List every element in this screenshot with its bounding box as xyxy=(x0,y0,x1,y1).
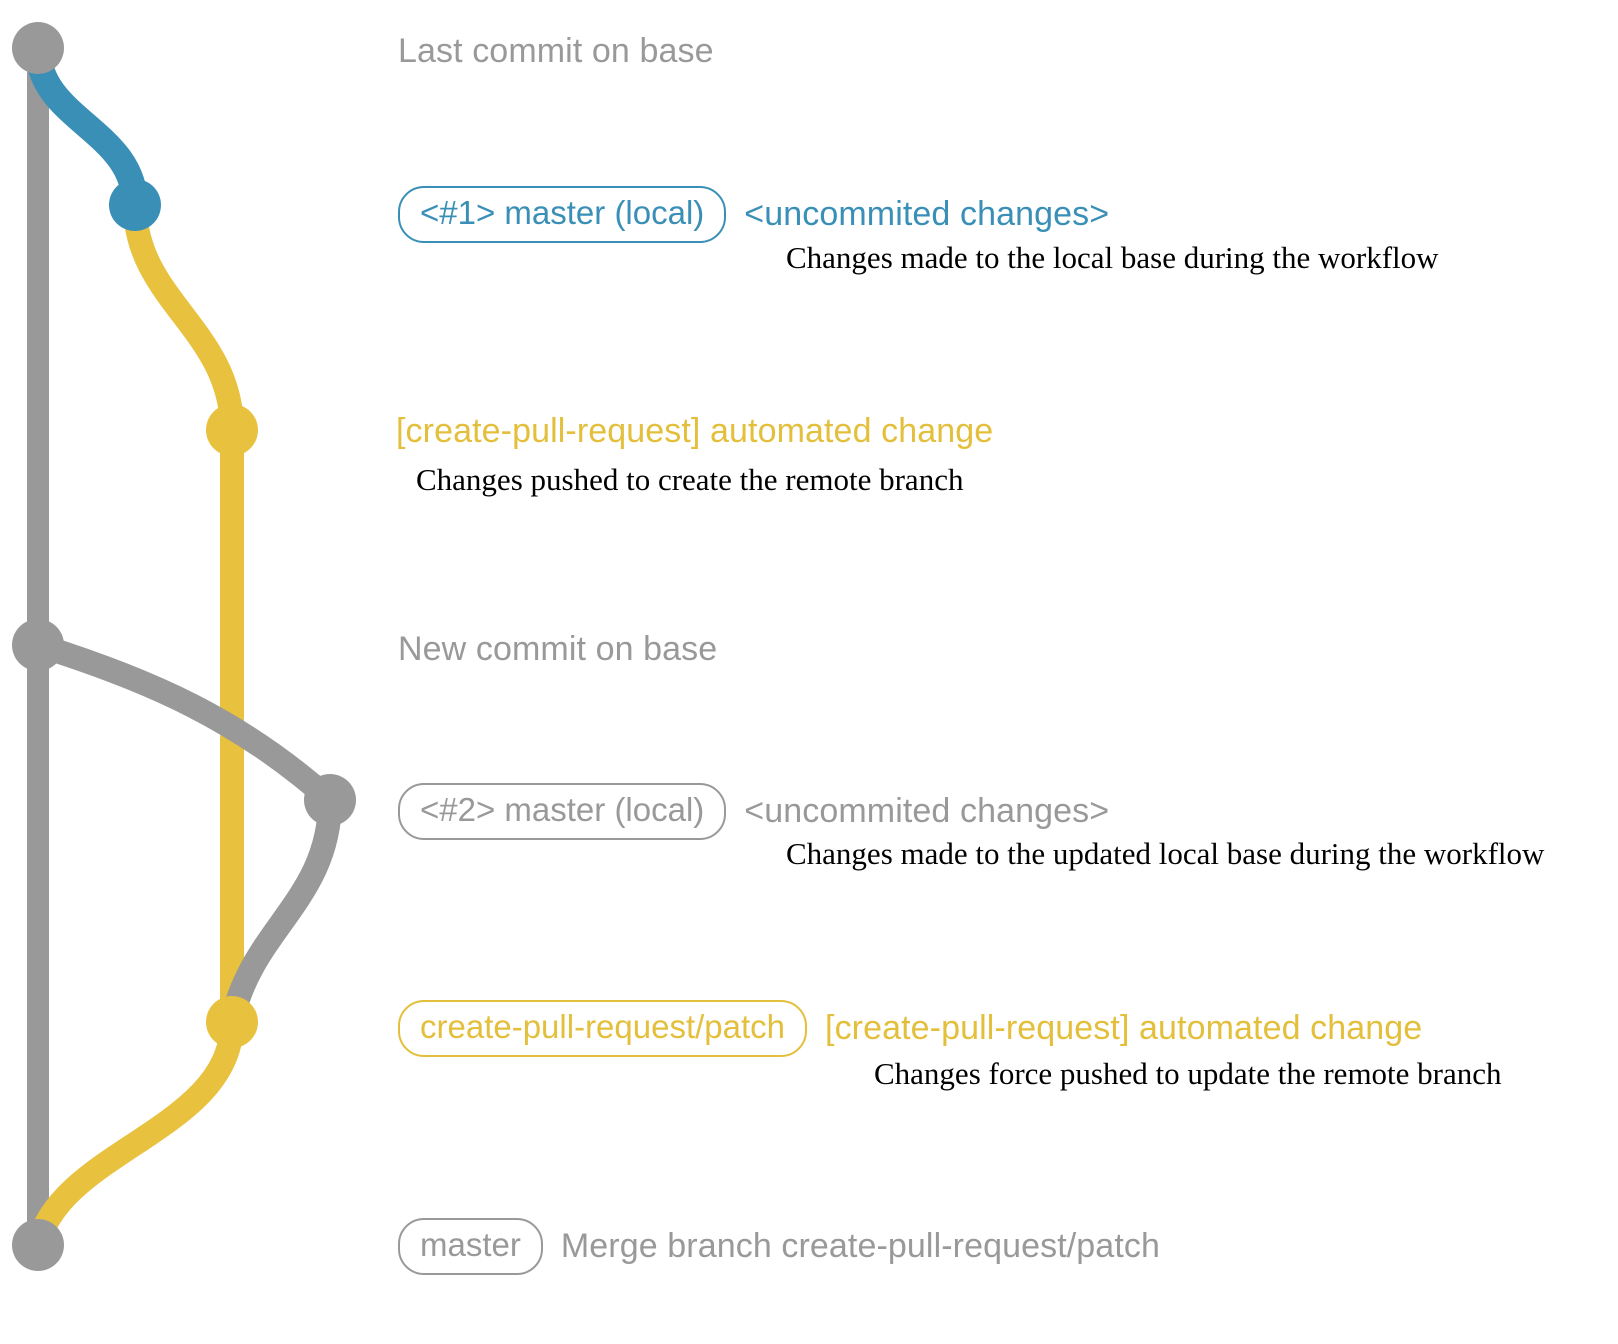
commit-message-automated-change-1: [create-pull-request] automated change xyxy=(396,412,994,450)
row-new-commit-on-base: New commit on base xyxy=(398,630,717,669)
description-master-local-2: Changes made to the updated local base d… xyxy=(786,836,1545,871)
row-merge-commit: master Merge branch create-pull-request/… xyxy=(398,1218,1160,1275)
edge-basenew-to-local2 xyxy=(26,633,342,812)
branch-badge-master-local-1[interactable]: <#1> master (local) xyxy=(398,186,727,243)
commit-node-merge-commit[interactable] xyxy=(12,1219,64,1271)
commit-message-last-commit-on-base: Last commit on base xyxy=(398,32,714,70)
description-automated-change-1: Changes pushed to create the remote bran… xyxy=(416,462,964,497)
row-last-commit-on-base: Last commit on base xyxy=(398,32,714,71)
commit-message-automated-change-2: [create-pull-request] automated change xyxy=(825,1008,1423,1047)
edge-local1-to-automated1 xyxy=(123,193,244,442)
commit-message-master-local-1: <uncommited changes> xyxy=(744,194,1110,233)
branch-badge-master-local-2[interactable]: <#2> master (local) xyxy=(398,783,727,840)
edge-automated2-to-merge xyxy=(26,1010,244,1257)
branch-badge-create-pull-request-patch[interactable]: create-pull-request/patch xyxy=(398,1000,808,1057)
row-master-local-2: <#2> master (local) <uncommited changes> xyxy=(398,783,1109,840)
commit-message-new-commit-on-base: New commit on base xyxy=(398,630,718,668)
commit-node-automated-change-1[interactable] xyxy=(206,404,258,456)
row-automated-change-2: create-pull-request/patch [create-pull-r… xyxy=(398,1000,1422,1057)
branch-badge-master[interactable]: master xyxy=(398,1218,543,1275)
description-automated-change-2: Changes force pushed to update the remot… xyxy=(874,1056,1502,1091)
edge-local2-to-automated2 xyxy=(220,788,342,1034)
commit-node-local-change-1[interactable] xyxy=(109,179,161,231)
commit-node-base-top[interactable] xyxy=(12,22,64,74)
edge-base-to-local1 xyxy=(25,35,148,218)
row-automated-change-1: [create-pull-request] automated change xyxy=(396,412,993,451)
commit-node-base-new-commit[interactable] xyxy=(12,619,64,671)
commit-node-automated-change-2[interactable] xyxy=(206,996,258,1048)
row-master-local-1: <#1> master (local) <uncommited changes> xyxy=(398,186,1109,243)
commit-node-local-change-2[interactable] xyxy=(304,774,356,826)
description-master-local-1: Changes made to the local base during th… xyxy=(786,240,1439,275)
commit-message-merge-commit: Merge branch create-pull-request/patch xyxy=(560,1226,1160,1265)
commit-message-master-local-2: <uncommited changes> xyxy=(744,791,1110,830)
